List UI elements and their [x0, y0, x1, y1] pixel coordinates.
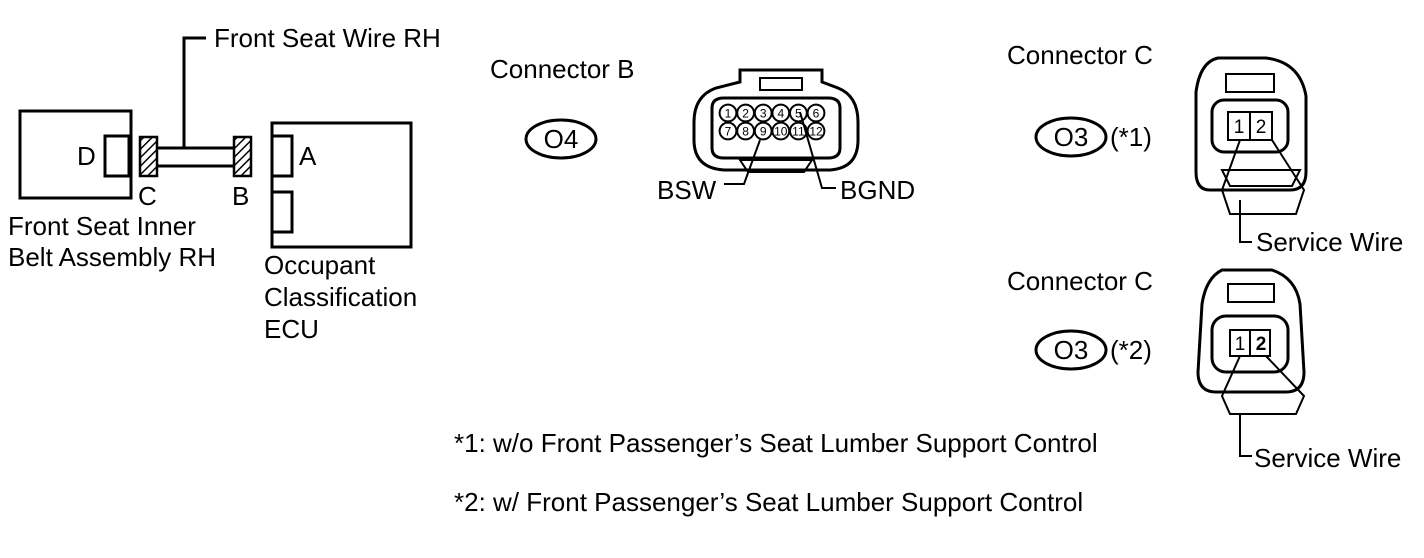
- connector-c2-code-oval: [1034, 329, 1108, 371]
- belt-assembly-label-line1: Front Seat Inner: [8, 211, 196, 241]
- connector-b-title: Connector B: [490, 54, 635, 84]
- letter-c: C: [138, 181, 157, 211]
- connector-c1-service-wire-leader: [1239, 200, 1252, 243]
- connector-c2-face: [1196, 268, 1306, 394]
- bsw-leader: [724, 139, 761, 185]
- connector-c1-face: [1194, 56, 1308, 192]
- connector-c1-service-wire-label: Service Wire: [1256, 227, 1403, 257]
- bgnd-leader: [799, 111, 836, 189]
- connector-c2-variant: (*2): [1110, 335, 1152, 365]
- connector-c2-pin-2: 2: [1256, 334, 1267, 355]
- letter-d: D: [77, 141, 96, 171]
- connector-b-face: [692, 68, 860, 173]
- ecu-connector-lower: [270, 190, 294, 234]
- front-seat-wire-label: Front Seat Wire RH: [214, 23, 441, 53]
- connector-b-pin-6: 6: [813, 107, 820, 121]
- connector-b-pin-11: 11: [792, 125, 805, 139]
- connector-b-pin-7: 7: [725, 125, 732, 139]
- belt-assembly-box: [18, 109, 133, 200]
- ecu-label-line1: Occupant: [264, 250, 376, 280]
- connector-c1-group: Connector C O3 (*1) 1 2 Service Wire: [1007, 40, 1403, 257]
- connector-b-pin-1: 1: [725, 107, 732, 121]
- terminal-bsw-label: BSW: [657, 175, 717, 205]
- connector-b-code-oval: [524, 118, 598, 160]
- connector-b-pin-10: 10: [774, 125, 788, 139]
- connector-c1-pin-1: 1: [1234, 117, 1245, 138]
- note-1: *1: w/o Front Passenger’s Seat Lumber Su…: [454, 428, 1098, 458]
- location-diagram: D C Front Seat Wire RH B A Front Seat In…: [8, 23, 441, 344]
- connector-c1-code-oval: [1034, 116, 1108, 158]
- belt-assembly-label-line2: Belt Assembly RH: [8, 242, 216, 272]
- letter-a: A: [299, 141, 317, 171]
- connector-c2-code: O3: [1054, 335, 1089, 365]
- connector-c1-title: Connector C: [1007, 40, 1153, 70]
- connector-b-pin-9: 9: [760, 125, 767, 139]
- connector-b-code: O4: [544, 124, 579, 154]
- connector-c-plug: [138, 135, 159, 178]
- connector-c2-service-wire-leader: [1239, 414, 1252, 457]
- connector-c1-variant: (*1): [1110, 122, 1152, 152]
- connector-b-pin-3: 3: [760, 107, 767, 121]
- belt-connector-d: [103, 134, 131, 178]
- connector-c1-service-wire-loop: [1220, 139, 1306, 215]
- ecu-box: [270, 121, 413, 249]
- connector-c2-title: Connector C: [1007, 266, 1153, 296]
- connector-b-pin-circle-6: [806, 103, 826, 123]
- connector-c1-pin-2: 2: [1256, 117, 1267, 138]
- connector-b-pin-5: 5: [795, 107, 802, 121]
- connector-b-pin-2: 2: [742, 107, 749, 121]
- letter-b: B: [232, 181, 249, 211]
- connector-c2-pin-1: 1: [1235, 334, 1246, 355]
- connector-c2-service-wire-loop: [1220, 355, 1306, 415]
- connector-b-pin-12: 12: [809, 125, 823, 139]
- terminal-bgnd-label: BGND: [840, 175, 915, 205]
- ecu-label-line2: Classification: [264, 282, 417, 312]
- ecu-connector-a: [270, 134, 294, 178]
- wire-leader: [182, 36, 206, 148]
- connector-b-pin-8: 8: [742, 125, 749, 139]
- connector-b-plug: [232, 135, 253, 178]
- connector-b-pin-circle-12: [806, 121, 826, 141]
- ecu-label-line3: ECU: [264, 314, 319, 344]
- connector-c1-code: O3: [1054, 122, 1089, 152]
- connector-b-pin-4: 4: [777, 107, 784, 121]
- connector-c2-service-wire-label: Service Wire: [1254, 443, 1401, 473]
- connector-c2-group: Connector C O3 (*2) 1 2 Service Wire: [1007, 266, 1401, 473]
- note-2: *2: w/ Front Passenger’s Seat Lumber Sup…: [454, 487, 1083, 517]
